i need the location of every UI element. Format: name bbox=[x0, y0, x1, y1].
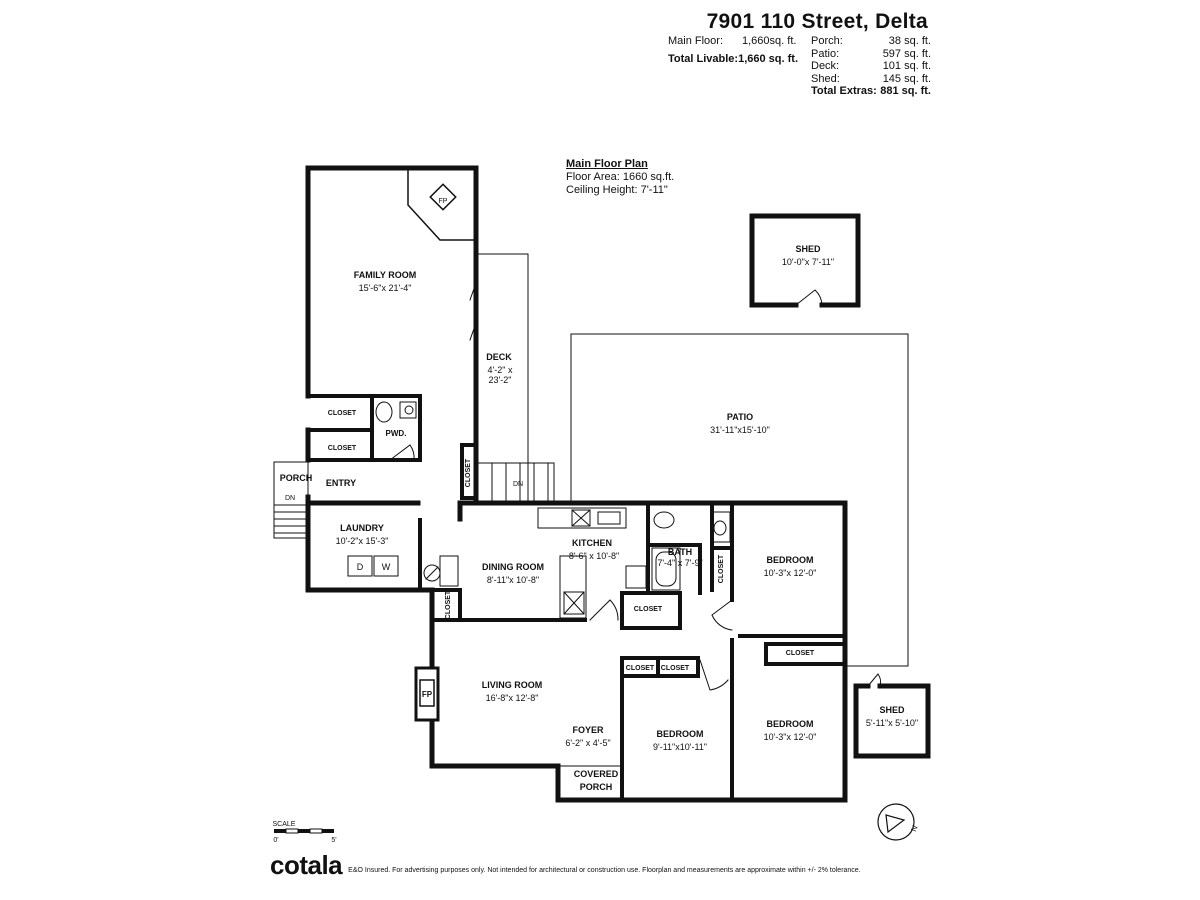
disclaimer: E&O Insured. For advertising purposes on… bbox=[348, 867, 861, 874]
patio-outline bbox=[570, 333, 909, 667]
scale-five: 5' bbox=[331, 837, 336, 844]
north-compass bbox=[877, 803, 915, 841]
dining-room-name: DINING ROOM bbox=[482, 562, 544, 572]
footer: cotala E&O Insured. For advertising purp… bbox=[270, 852, 861, 878]
living-fp-label: FP bbox=[422, 690, 433, 699]
deck-dims-1: 4'-2" x bbox=[488, 365, 513, 375]
foyer-name: FOYER bbox=[572, 725, 604, 735]
patio-name: PATIO bbox=[727, 412, 753, 422]
main-floor-summary: Main Floor: 1,660sq. ft. Total Livable:1,… bbox=[668, 35, 798, 65]
kitchen-dims: 8'-6" x 10'-8" bbox=[569, 551, 619, 561]
scale-label: SCALE bbox=[273, 821, 296, 828]
address-title: 7901 110 Street, Delta bbox=[706, 10, 928, 33]
main-floor-value: 1,660sq. ft. bbox=[742, 35, 797, 47]
deck-stairs bbox=[477, 462, 555, 504]
deck-dims-2: 23'-2" bbox=[489, 375, 512, 385]
shed-small-dims: 5'-11"x 5'-10" bbox=[866, 718, 918, 728]
closet-label: CLOSET bbox=[328, 410, 357, 417]
living-room-name: LIVING ROOM bbox=[482, 680, 543, 690]
shed-top-dims: 10'-0"x 7'-11" bbox=[782, 257, 834, 267]
foyer-dims: 6'-2" x 4'-5" bbox=[565, 738, 610, 748]
deck-dn: DN bbox=[513, 481, 523, 488]
ceiling-height: Ceiling Height: 7'-11" bbox=[566, 184, 668, 196]
entry-name: ENTRY bbox=[326, 478, 356, 488]
laundry-dims: 10'-2"x 15'-3" bbox=[336, 536, 389, 546]
plan-info: Main Floor Plan Floor Area: 1660 sq.ft. … bbox=[566, 158, 674, 197]
closet-label: CLOSET bbox=[786, 650, 815, 657]
bedroom-2-dims: 10'-3"x 12'-0" bbox=[764, 732, 817, 742]
floor-area: Floor Area: 1660 sq.ft. bbox=[566, 171, 675, 183]
total-extras-value: 881 sq. ft. bbox=[880, 85, 931, 97]
covered-porch-name-2: PORCH bbox=[580, 782, 613, 792]
total-extras-label: Total Extras: bbox=[811, 85, 877, 97]
scale-bar bbox=[274, 828, 334, 834]
total-livable-value: 1,660 sq. ft. bbox=[738, 52, 799, 65]
total-livable-label: Total Livable: bbox=[668, 52, 739, 65]
sheds bbox=[749, 213, 931, 759]
family-room-name: FAMILY ROOM bbox=[354, 270, 417, 280]
extra-label: Porch: bbox=[811, 35, 843, 47]
closet-label: CLOSET bbox=[634, 606, 663, 613]
bedroom-3-dims: 9'-11"x10'-11" bbox=[653, 742, 707, 752]
closet-label: CLOSET bbox=[445, 590, 452, 619]
scale-zero: 0' bbox=[273, 837, 278, 844]
main-floor-label: Main Floor: bbox=[668, 35, 724, 47]
porch-stairs bbox=[273, 461, 309, 539]
exterior-walls bbox=[305, 165, 848, 803]
dining-room-dims: 8'-11"x 10'-8" bbox=[487, 575, 539, 585]
porch-name: PORCH bbox=[280, 473, 313, 483]
kitchen-name: KITCHEN bbox=[572, 538, 612, 548]
dryer-label: D bbox=[357, 562, 364, 572]
door-swings bbox=[389, 282, 882, 691]
patio-dims: 31'-11"x15'-10" bbox=[710, 425, 770, 435]
bath-fixtures bbox=[375, 401, 731, 591]
family-fp-label: FP bbox=[439, 198, 448, 205]
laundry-name: LAUNDRY bbox=[340, 523, 384, 533]
family-room-dims: 15'-6"x 21'-4" bbox=[359, 283, 412, 293]
washer-label: W bbox=[382, 562, 391, 572]
closet-label: CLOSET bbox=[661, 665, 690, 672]
cotala-logo: cotala bbox=[270, 850, 343, 880]
deck-name: DECK bbox=[486, 352, 512, 362]
closet-label: CLOSET bbox=[328, 445, 357, 452]
plan-title: Main Floor Plan bbox=[566, 158, 648, 170]
extra-value: 597 sq. ft. bbox=[882, 47, 931, 60]
shed-small-name: SHED bbox=[879, 705, 905, 715]
fp-hearth bbox=[407, 169, 475, 241]
extras-summary: Porch: 38 sq. ft. Patio: 597 sq. ft. Deck:… bbox=[811, 35, 931, 98]
extra-label: Shed: bbox=[811, 72, 840, 85]
laundry-appliances bbox=[347, 555, 459, 587]
porch-dn: DN bbox=[285, 495, 295, 502]
north-label: N bbox=[909, 824, 920, 833]
bath-dims: 7'-4" x 7'-9" bbox=[657, 558, 702, 568]
windows bbox=[305, 165, 821, 803]
covered-porch-name-1: COVERED bbox=[574, 769, 619, 779]
bedroom-1-dims: 10'-3"x 12'-0" bbox=[764, 568, 817, 578]
shed-top-name: SHED bbox=[795, 244, 821, 254]
bedroom-1-name: BEDROOM bbox=[767, 555, 814, 565]
extra-label: Deck: bbox=[811, 60, 840, 72]
closet-label: CLOSET bbox=[626, 665, 655, 672]
bedroom-2-name: BEDROOM bbox=[767, 719, 814, 729]
bath-name: BATH bbox=[668, 547, 692, 557]
pwd-name: PWD. bbox=[386, 429, 407, 438]
closet-label: CLOSET bbox=[718, 554, 725, 583]
living-room-dims: 16'-8"x 12'-8" bbox=[486, 693, 539, 703]
kitchen-fixtures bbox=[537, 507, 647, 619]
bedroom-3-name: BEDROOM bbox=[657, 729, 704, 739]
extra-label: Patio: bbox=[811, 47, 840, 60]
extra-value: 38 sq. ft. bbox=[888, 35, 931, 47]
closet-label: CLOSET bbox=[465, 458, 472, 487]
extra-value: 101 sq. ft. bbox=[882, 60, 931, 72]
extra-value: 145 sq. ft. bbox=[882, 72, 931, 85]
